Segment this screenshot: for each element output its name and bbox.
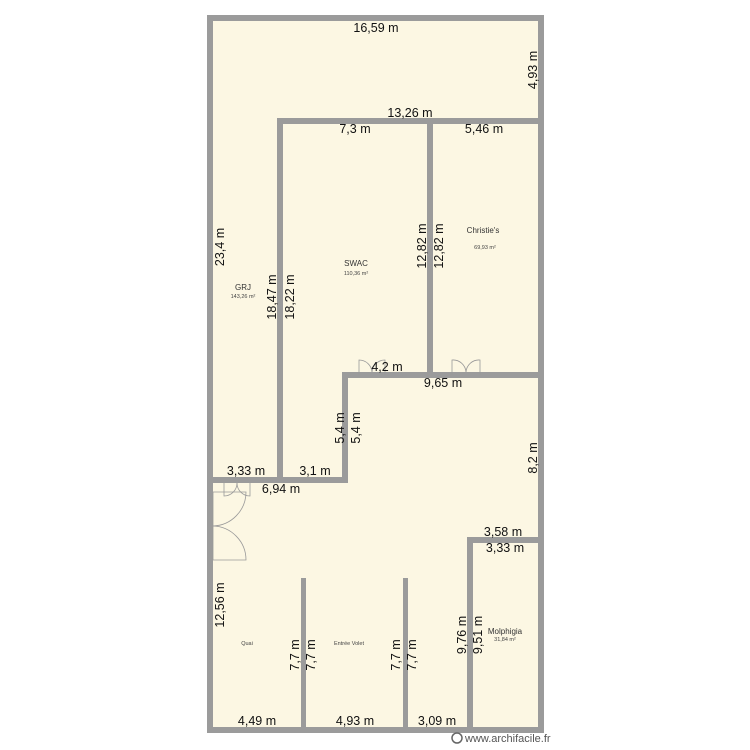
room-name-grj: GRJ [235, 283, 251, 292]
wall-notch [342, 372, 348, 483]
dim-step: 13,26 m [387, 106, 432, 120]
room-name-molphigia: Molphigia [488, 627, 523, 636]
wall-grj-swac [277, 118, 283, 483]
wall-step [277, 118, 544, 124]
wall-top [207, 15, 544, 21]
wall-molph-top [467, 537, 544, 543]
dimensions-vertical: 4,93 m 23,4 m 18,47 m 18,22 m 12,82 m 12… [213, 51, 540, 671]
archifacile-logo-icon [451, 732, 463, 744]
dim-swac-notch-bottom: 3,1 m [299, 464, 330, 478]
dim-christies-left: 12,82 m [432, 223, 446, 268]
dim-right-mid: 8,2 m [526, 442, 540, 473]
dim-swac-top: 7,3 m [339, 122, 370, 136]
dim-stub2-a: 7,7 m [389, 639, 403, 670]
dim-right-top: 4,93 m [526, 51, 540, 89]
wall-stub-2 [403, 578, 408, 730]
wall-stub-1 [301, 578, 306, 730]
door-christies[interactable] [451, 359, 481, 375]
walls [207, 15, 544, 733]
watermark-text: www.archifacile.fr [464, 733, 551, 745]
wall-swac-christies [427, 118, 433, 378]
dim-grj-inner: 18,47 m [265, 274, 279, 319]
dim-christies-top: 5,46 m [465, 122, 503, 136]
dim-molph-top-outer: 3,58 m [484, 525, 522, 539]
watermark: www.archifacile.fr [451, 732, 551, 745]
dim-stub2-b: 7,7 m [405, 639, 419, 670]
door-entrance[interactable] [212, 491, 247, 561]
door-grj[interactable] [223, 482, 251, 497]
dim-swac-left: 18,22 m [283, 274, 297, 319]
room-name-entree: Entrée Volet [334, 641, 364, 647]
doors [212, 359, 481, 561]
dim-bottom-3: 3,09 m [418, 714, 456, 728]
dim-top: 16,59 m [353, 21, 398, 35]
wall-bottom [207, 727, 544, 733]
room-area-christies: 69,93 m² [474, 245, 496, 251]
dim-left-bottom: 12,56 m [213, 582, 227, 627]
wall-grj-bottom [207, 477, 348, 483]
dimensions-horizontal: 16,59 m 13,26 m 7,3 m 5,46 m 4,2 m 9,65 … [227, 21, 524, 728]
wall-right-top [538, 15, 544, 121]
room-area-swac: 110,36 m² [344, 271, 369, 277]
wall-molph-left [467, 537, 473, 733]
wall-left [207, 15, 213, 733]
dim-molph-left-inner: 9,51 m [471, 616, 485, 654]
wall-right [538, 118, 544, 733]
wall-hall-top [342, 372, 544, 378]
dim-grj-bottom: 3,33 m [227, 464, 265, 478]
room-name-christies: Christie's [467, 226, 500, 235]
dim-molph-top-inner: 3,33 m [486, 541, 524, 555]
door-swac[interactable] [358, 359, 386, 375]
dim-bottom-2: 4,93 m [336, 714, 374, 728]
dim-stub1-a: 7,7 m [288, 639, 302, 670]
room-name-quai: Quai [241, 641, 253, 647]
dim-bottom-1: 4,49 m [238, 714, 276, 728]
dim-hall-top: 9,65 m [424, 376, 462, 390]
dim-stub1-b: 7,7 m [304, 639, 318, 670]
room-area-grj: 143,26 m² [231, 294, 256, 300]
room-area-molphigia: 31,84 m² [494, 637, 516, 643]
dim-left-outer: 23,4 m [213, 228, 227, 266]
dim-notch-b: 5,4 m [349, 412, 363, 443]
dim-notch-a: 5,4 m [333, 412, 347, 443]
dim-hall-left-top: 6,94 m [262, 482, 300, 496]
dim-swac-right: 12,82 m [415, 223, 429, 268]
dim-swac-bottom: 4,2 m [371, 360, 402, 374]
dim-molph-left-outer: 9,76 m [455, 616, 469, 654]
room-labels: GRJ 143,26 m² SWAC 110,36 m² Christie's … [231, 226, 523, 647]
room-name-swac: SWAC [344, 259, 368, 268]
